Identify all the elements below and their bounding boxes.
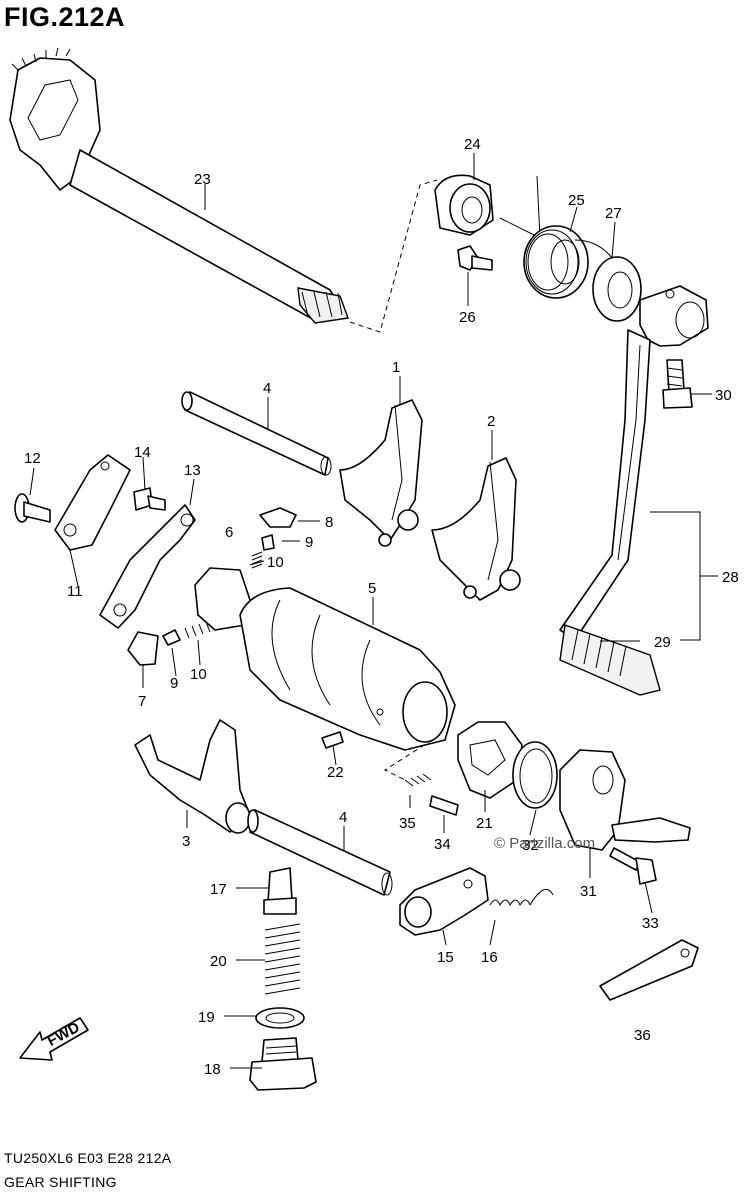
callout-20: 20 (210, 953, 227, 970)
forward-direction-arrow: FWD (19, 1017, 89, 1061)
callout-23: 23 (194, 171, 211, 188)
callout-13: 13 (184, 462, 201, 479)
watermark-text: © Partzilla.com (494, 835, 595, 852)
spring-10-lower[interactable] (184, 621, 211, 639)
callout-9-upper: 9 (305, 534, 313, 551)
plate-screw[interactable] (14, 493, 51, 523)
callout-24: 24 (464, 136, 481, 153)
callout-10-upper: 10 (267, 554, 284, 571)
callout-15: 15 (437, 949, 454, 966)
cam-pin-22[interactable] (321, 731, 344, 749)
callout-8: 8 (325, 514, 333, 531)
callout-12: 12 (24, 450, 41, 467)
callout-10-lower: 10 (190, 666, 207, 683)
callout-6: 6 (225, 524, 233, 541)
callout-1: 1 (392, 359, 400, 376)
gearshift-lever[interactable] (559, 285, 709, 696)
shift-fork-3[interactable] (134, 719, 251, 834)
stopper-bolt-14[interactable] (133, 487, 166, 511)
wire-clamp[interactable] (599, 939, 699, 1001)
cam-pin-34[interactable] (429, 795, 459, 816)
shift-fork-2[interactable] (431, 457, 521, 601)
callout-11: 11 (67, 583, 83, 600)
shift-fork-1[interactable] (339, 399, 423, 547)
shift-fork-shaft-upper[interactable] (181, 391, 332, 476)
arm-spring[interactable] (489, 888, 554, 907)
stopper-bolt[interactable] (457, 245, 493, 271)
callout-4-lower: 4 (339, 809, 347, 826)
sensor-screw[interactable] (609, 847, 657, 885)
o-ring[interactable] (512, 741, 558, 809)
return-spring[interactable] (499, 175, 616, 299)
callout-22: 22 (327, 764, 344, 781)
cam-link-line (383, 734, 441, 781)
section-name: GEAR SHIFTING (4, 1174, 117, 1190)
cam-stopper-lever[interactable] (99, 504, 196, 629)
callout-27: 27 (605, 205, 622, 222)
neutral-pin-17[interactable] (263, 867, 297, 915)
shaft-bushing[interactable] (434, 174, 494, 236)
pin-9-upper[interactable] (261, 534, 275, 551)
pin-9-lower[interactable] (162, 629, 181, 646)
model-code: TU250XL6 E03 E28 212A (4, 1150, 172, 1166)
callout-3: 3 (182, 833, 190, 850)
gasket-19[interactable] (255, 1007, 305, 1029)
callout-34: 34 (434, 836, 451, 853)
spring-10-upper[interactable] (251, 551, 263, 569)
gear-shift-shaft[interactable] (9, 47, 349, 324)
callout-30: 30 (715, 387, 732, 404)
plug-18[interactable] (249, 1037, 317, 1091)
gearshift-cam-plate[interactable] (457, 721, 523, 799)
figure-title: FIG.212A (4, 2, 126, 32)
callout-17: 17 (210, 881, 227, 898)
shaft-link-line (349, 179, 438, 333)
callout-26: 26 (459, 309, 476, 326)
cam-stopper-7[interactable] (127, 631, 159, 666)
callout-33: 33 (642, 915, 659, 932)
gearshift-arm[interactable] (399, 867, 489, 936)
gearshift-cam[interactable] (194, 567, 456, 751)
callout-32: 32 (522, 837, 539, 854)
cam-spring-35[interactable] (404, 773, 432, 787)
callout-31: 31 (580, 883, 597, 900)
lever-bolt[interactable] (662, 359, 693, 409)
gear-position-sensor[interactable] (559, 749, 691, 851)
fwd-label: FWD (44, 1019, 82, 1050)
callout-21: 21 (476, 815, 493, 832)
shift-cam-pin-6[interactable] (259, 507, 297, 528)
cam-stopper-plate[interactable] (54, 454, 131, 551)
callout-4-upper: 4 (263, 380, 271, 397)
callout-9-lower: 9 (170, 675, 178, 692)
neutral-spring-20[interactable] (264, 923, 301, 995)
callout-7: 7 (138, 693, 146, 710)
callout-36: 36 (634, 1027, 651, 1044)
shift-fork-shaft-lower[interactable] (247, 809, 393, 896)
callout-29: 29 (654, 634, 671, 651)
callout-35: 35 (399, 815, 416, 832)
callout-14: 14 (134, 444, 151, 461)
callout-5: 5 (368, 580, 376, 597)
callout-18: 18 (204, 1061, 221, 1078)
callout-labels: 1 2 3 4 4 5 6 7 8 9 9 10 10 11 12 13 14 … (24, 136, 739, 1078)
callout-25: 25 (568, 192, 585, 209)
leader-lines (29, 153, 718, 1069)
callout-19: 19 (198, 1009, 215, 1026)
callout-28: 28 (722, 569, 739, 586)
callout-2: 2 (487, 413, 495, 430)
callout-16: 16 (481, 949, 498, 966)
shaft-washer[interactable] (592, 256, 642, 322)
